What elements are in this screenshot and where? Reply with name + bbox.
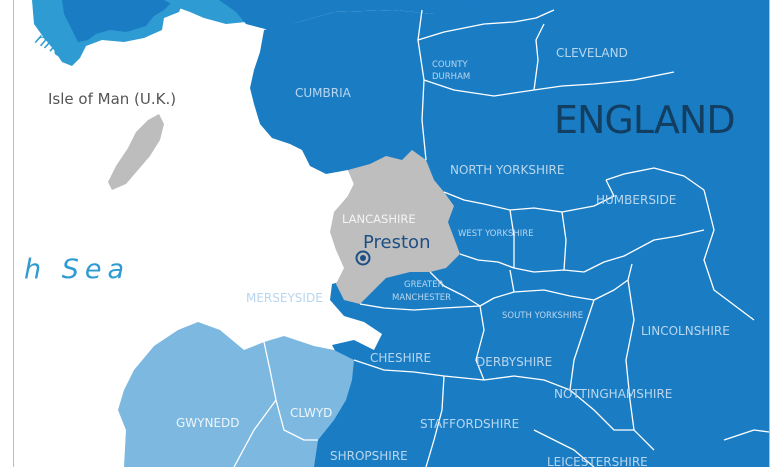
- label-clwyd: CLWYD: [290, 406, 332, 420]
- label-shropshire: SHROPSHIRE: [330, 449, 408, 463]
- isle-of-man: [108, 114, 164, 190]
- label-county-durham-1: COUNTY: [432, 60, 468, 70]
- label-lancashire: LANCASHIRE: [342, 212, 416, 226]
- label-nottinghamshire: NOTTINGHAMSHIRE: [554, 387, 672, 401]
- england-label: ENGLAND: [554, 98, 735, 142]
- map-frame: nnel Isle of Man (U.K.) h Sea ENGLAND CU…: [13, 0, 770, 467]
- label-merseyside: MERSEYSIDE: [246, 291, 323, 305]
- wales-borders: [233, 341, 318, 467]
- sea-label: h Sea: [24, 254, 130, 285]
- label-lincolnshire: LINCOLNSHIRE: [641, 324, 730, 338]
- county-borders: [353, 9, 769, 467]
- label-cleveland: CLEVELAND: [556, 46, 628, 60]
- england-landmass: [250, 0, 769, 467]
- label-derbyshire: DERBYSHIRE: [476, 355, 552, 369]
- label-staffordshire: STAFFORDSHIRE: [420, 417, 519, 431]
- border-land: [219, 0, 484, 30]
- label-humberside: HUMBERSIDE: [596, 193, 676, 207]
- lancashire-region[interactable]: [330, 150, 460, 304]
- label-gwynedd: GWYNEDD: [176, 416, 240, 430]
- label-greater-manchester-1: GREATER: [404, 280, 444, 290]
- label-north-yorkshire: NORTH YORKSHIRE: [450, 163, 564, 177]
- label-cumbria: CUMBRIA: [295, 86, 352, 100]
- isle-of-man-label: Isle of Man (U.K.): [48, 90, 176, 108]
- scotland-land: [62, 0, 174, 42]
- label-county-durham-2: DURHAM: [432, 72, 470, 82]
- preston-marker[interactable]: [355, 250, 371, 266]
- label-preston: Preston: [363, 232, 430, 253]
- label-south-yorkshire: SOUTH YORKSHIRE: [502, 311, 583, 321]
- map-canvas[interactable]: nnel Isle of Man (U.K.) h Sea ENGLAND CU…: [14, 0, 769, 467]
- label-leicestershire: LEICESTERSHIRE: [547, 455, 648, 467]
- wales-landmass: [118, 322, 354, 467]
- label-cheshire: CHESHIRE: [370, 351, 431, 365]
- label-greater-manchester-2: MANCHESTER: [392, 293, 451, 303]
- label-west-yorkshire: WEST YORKSHIRE: [458, 229, 534, 239]
